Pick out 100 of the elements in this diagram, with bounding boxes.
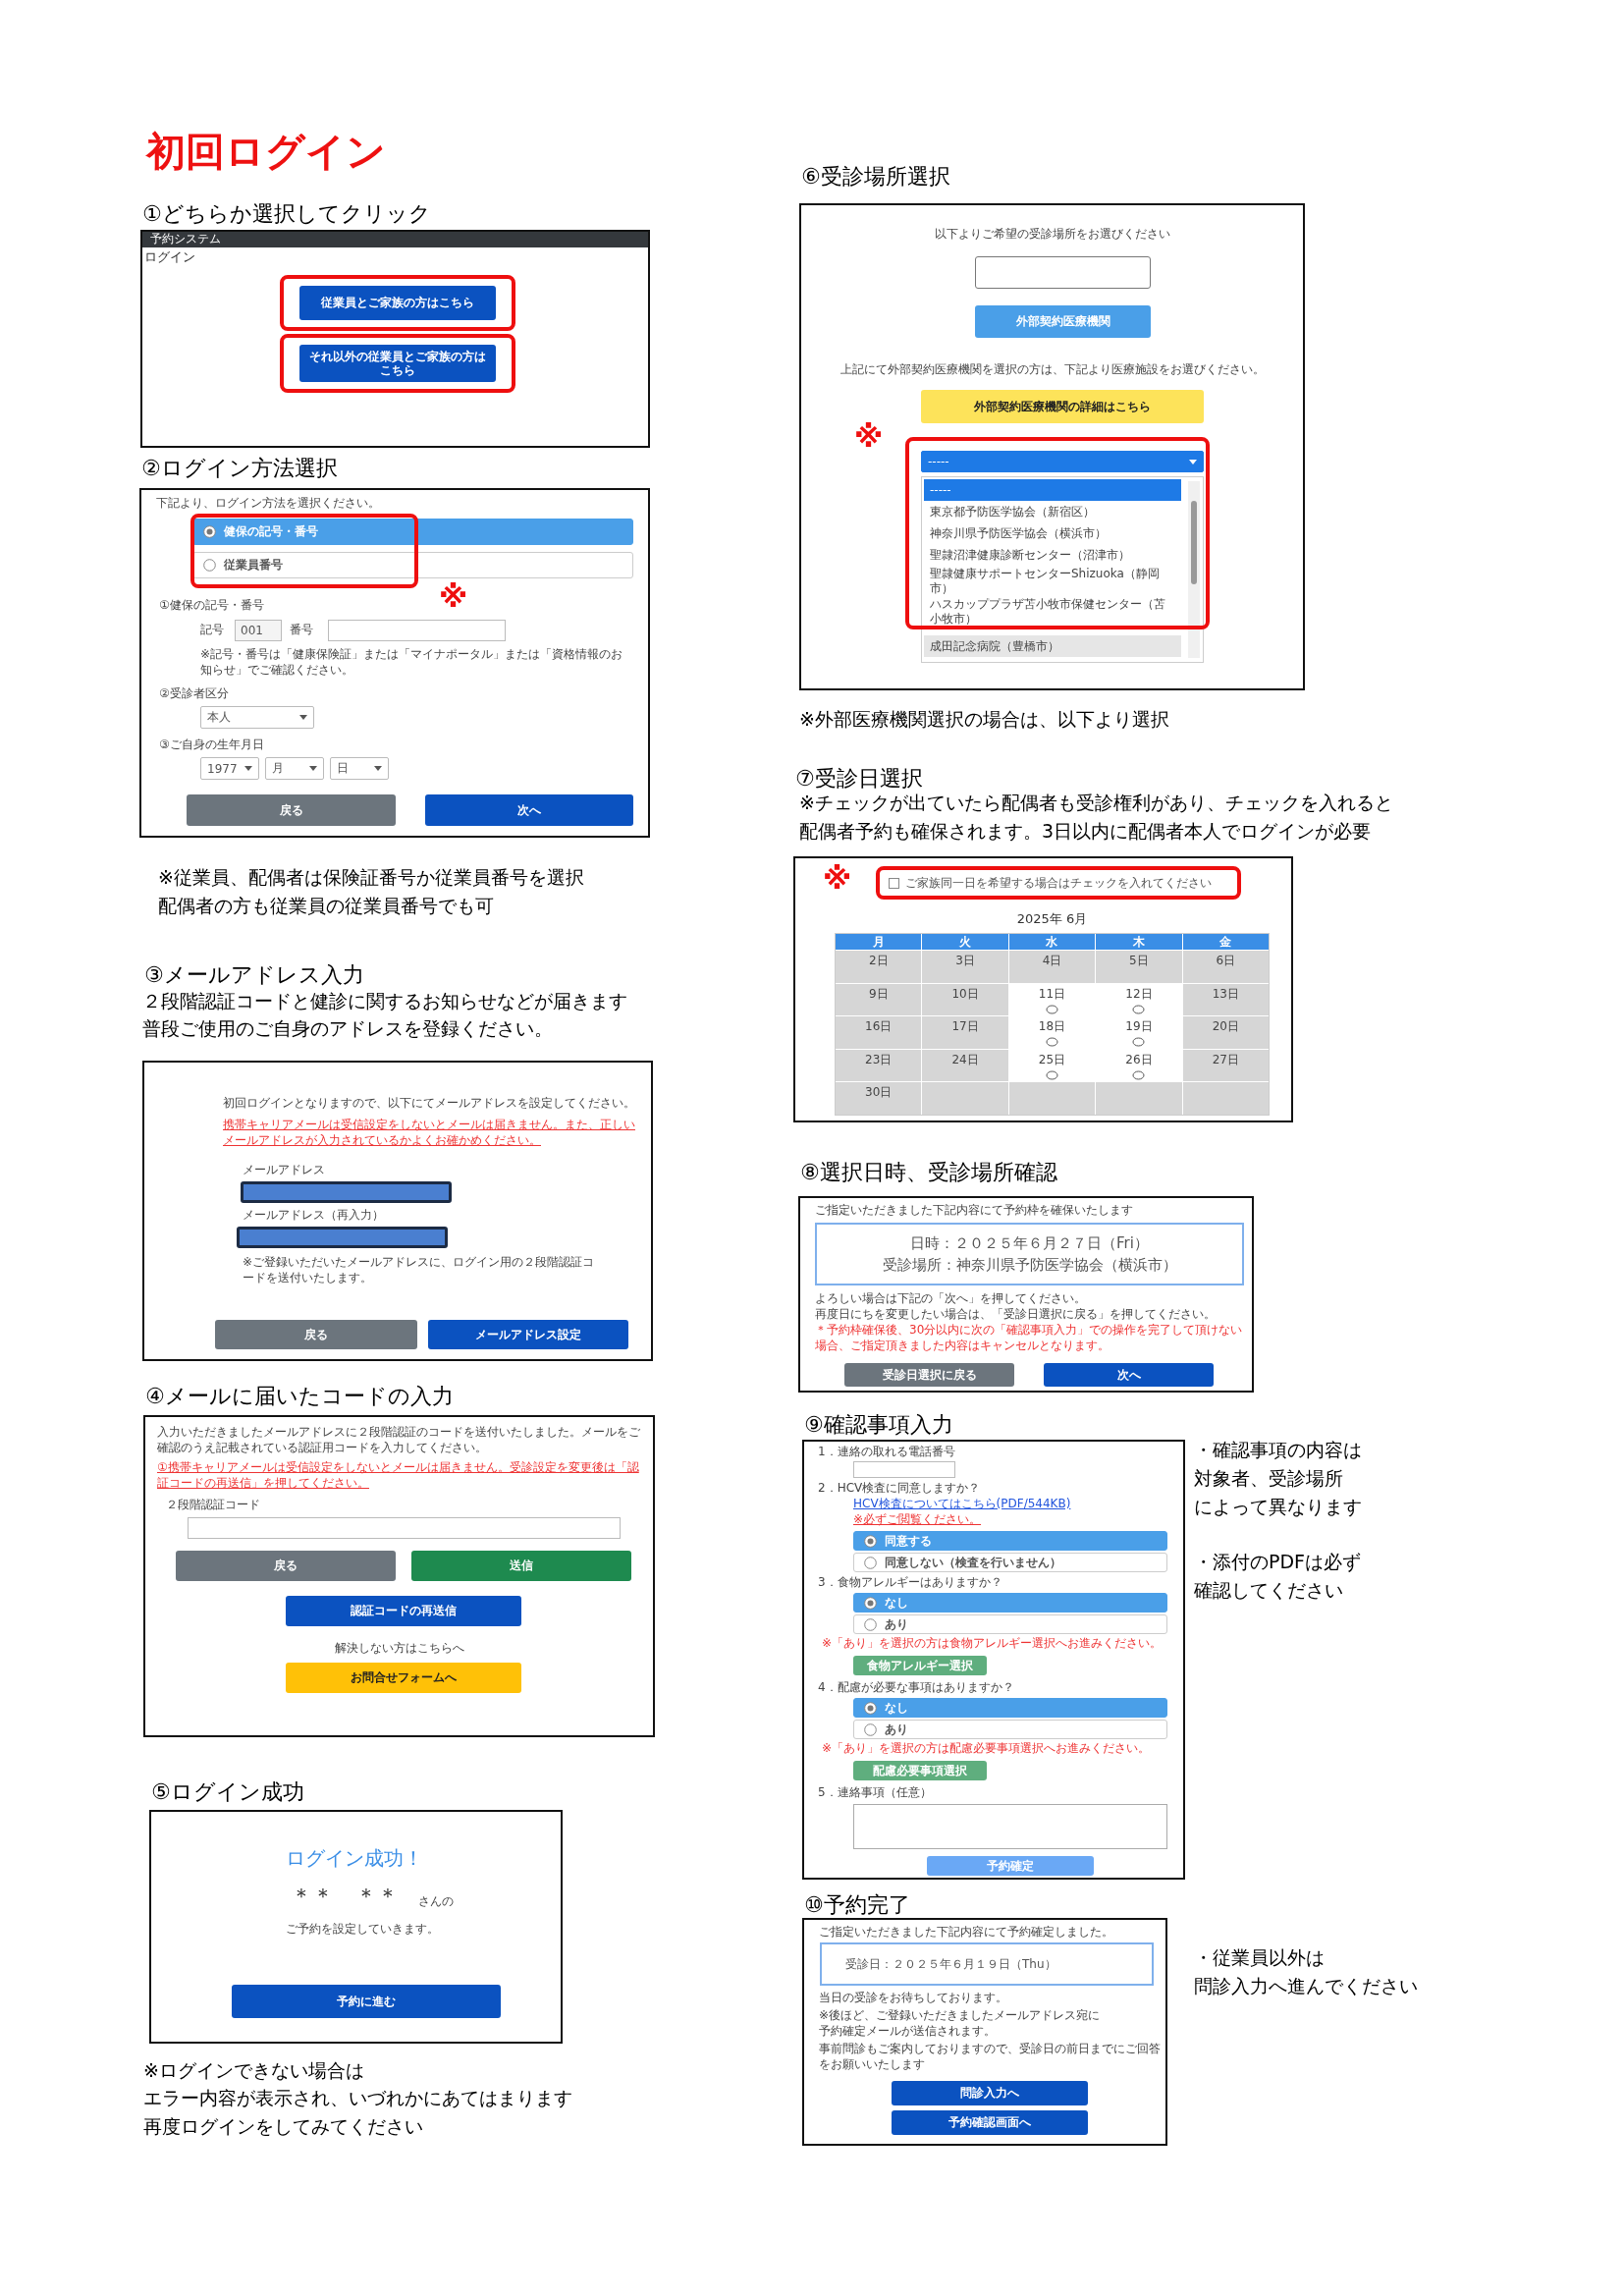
masked-name: ＊＊ ＊＊ [291,1883,399,1910]
calendar-date: 16日 [865,1018,893,1036]
allergy-button: 食物アレルギー選択 [853,1656,987,1675]
summary-box [820,1942,1154,1986]
questionnaire-button: 問診入力へ [892,2081,1088,2105]
list-option: 東京都予防医学協会（新宿区） [924,501,1181,522]
input-field [853,1461,955,1478]
note-text: 配偶者予約も確保されます。3日以内に配偶者本人でログインが必要 [799,819,1372,844]
dropdown-select: 本人 [200,706,314,729]
note-text: ・確認事項の内容は [1194,1438,1362,1462]
instruction-text: ご指定いただきました下記内容にて予約確定しました。 [819,1925,1114,1941]
note-text: エラー内容が表示され、いづれかにあてはまります [143,2086,572,2110]
calendar-date: 10日 [951,985,979,1003]
summary-box [815,1223,1244,1285]
calendar-date: 5日 [1129,953,1149,969]
warning-text: ＊予約枠確保後、30分以内に次の「確認事項入力」での操作を完了して頂けない場合、ご指定頂きました内容はキャンセルとなります。 [815,1323,1244,1354]
back-button: 戻る [187,794,396,826]
list-option: 神奈川県予防医学協会（横浜市） [924,522,1181,544]
warning-text: 携帯キャリアメールは受信設定をしないとメールは届きません。また、正しいメールアドレスが入力されているかよくお確かめください。 [223,1118,636,1149]
note-text: 再度ログインをしてみてください [143,2114,423,2139]
reservation-check-button: 予約確認画面へ [892,2110,1088,2135]
instruction-text: メールアドレス（再入力） [243,1208,384,1224]
dropdown-select: 1977 [200,757,259,780]
note-text: ※ログインできない場合は [143,2058,364,2083]
note-text: 確認してください [1194,1578,1343,1603]
summary-text: 日時：２０２５年６月２７日（Fri） [909,1232,1150,1254]
question-text: 3．食物アレルギーはありますか？ [818,1575,1002,1591]
instruction-text: 当日の受診をお待ちしております。 [819,1991,1007,2006]
reference-mark: ※ [823,864,852,894]
instruction-text: よろしい場合は下記の「次へ」を押してください。 [815,1291,1087,1307]
reference-mark: ※ [439,582,468,612]
back-button: 戻る [215,1320,417,1349]
success-message: ログイン成功！ [286,1845,423,1871]
calendar-date: 30日 [865,1084,893,1102]
radio-option: 同意する [853,1531,1167,1551]
instruction-text: ご予約を設定していきます。 [286,1922,439,1938]
radio-option: なし [853,1593,1167,1613]
instruction-text: 解決しない方はこちらへ [333,1641,465,1657]
section-heading: ⑦受診日選択 [795,765,923,793]
instruction-text: 以下よりご希望の受診場所をお選びください [933,227,1171,243]
instruction-text: メールアドレス [243,1163,325,1178]
resend-button: 認証コードの再送信 [286,1596,521,1626]
pdf-link: HCV検査についてはこちら(PDF/544KB) [853,1497,1071,1512]
calendar-month: 2025年 6月 [1015,911,1089,928]
page-title: 初回ログイン [146,128,386,175]
calendar-date: 24日 [951,1051,979,1068]
blank-button [975,256,1151,289]
section-heading: ③メールアドレス入力 [144,961,364,989]
calendar-date: 23日 [865,1051,893,1068]
calendar-date: 12日 [1125,985,1153,1003]
warning-text: ※必ずご閲覧ください。 [853,1512,982,1528]
section-heading: ⑥受診場所選択 [801,163,950,191]
instruction-text: 入力いただきましたメールアドレスに２段階認証のコードを送付いたしました。メールをご確認のうえ記載されている認証用コードを入力してください。 [157,1425,641,1456]
page-title: ログイン [144,249,195,266]
list-option: 成田記念病院（豊橋市） [924,635,1181,657]
dropdown-select: 月 [265,757,324,780]
section-heading: ①どちらか選択してクリック [142,200,431,228]
calendar-date: 17日 [951,1018,979,1036]
radio-option: 同意しない（検査を行いません） [853,1553,1167,1572]
instruction-text: ２段階認証コード [166,1498,260,1513]
weekday-header: 月 [836,934,922,950]
field-label: ③ご自身の生年月日 [159,738,264,753]
dropdown-select: 日 [330,757,389,780]
warning-text: ①携帯キャリアメールは受信設定をしないとメールは届きません。受診設定を変更後は「認証コードの再送信」を押してください。 [157,1460,640,1492]
field-label: 番号 [290,623,313,638]
note-text: によって異なります [1194,1495,1362,1519]
proceed-button: 予約に進む [232,1985,501,2018]
section-heading: ②ログイン方法選択 [141,455,338,482]
consideration-button: 配慮必要事項選択 [853,1761,987,1780]
note-text: ・従業員以外は [1194,1945,1325,1970]
question-text: 5．連絡事項（任意） [818,1785,932,1801]
note-text: ・添付のPDFは必ず [1194,1550,1362,1574]
option-button: 外部契約医療機関 [975,305,1151,338]
weekday-header: 火 [922,934,1008,950]
dropdown-list [921,476,1204,663]
note-text: 普段ご使用のご自身のアドレスを登録ください。 [142,1016,553,1041]
instruction-text: 初回ログインとなりますので、以下にてメールアドレスを設定してください。 [223,1096,636,1112]
details-button: 外部契約医療機関の詳細はこちら [921,390,1204,423]
instruction-text: ※記号・番号は「健康保険証」または「マイナポータル」または「資格情報のお知らせ」でご確認ください。 [200,647,624,679]
calendar-date: 3日 [955,953,975,969]
summary-text: 受診場所：神奈川県予防医学協会（横浜市） [881,1255,1178,1276]
option-button: それ以外の従業員とご家族の方はこちら [299,345,496,382]
instruction-text: 予約確定メールが送信されます。 [819,2024,996,2040]
instruction-text: 事前問診もご案内しておりますので、受診日の前日までにご回答をお願いいたします [819,2042,1162,2073]
calendar-date: 18日 [1038,1018,1066,1036]
radio-option: あり [853,1614,1167,1634]
checkbox-option: ご家族同一日を希望する場合はチェックを入れてください [889,871,1234,895]
window-title: 予約システム [150,232,221,247]
instruction-text: 上記にて外部契約医療機関を選択の方は、下記より医療施設をお選びください。 [839,362,1266,378]
contact-form-button: お問合せフォームへ [286,1663,521,1693]
radio-option: 健保の記号・番号 [192,519,633,545]
calendar-date: 6日 [1216,953,1236,969]
instruction-text: さんの [418,1894,454,1910]
warning-text: ※「あり」を選択の方は食物アレルギー選択へお進みください。 [822,1636,1164,1652]
instruction-text: ご指定いただきました下記内容にて予約枠を確保いたします [815,1203,1134,1219]
back-button: 受診日選択に戻る [844,1363,1014,1387]
option-button: 従業員とご家族の方はこちら [299,286,496,320]
calendar-date: 13日 [1212,985,1239,1003]
input-field: 001 [235,620,282,641]
section-heading: ⑨確認事項入力 [804,1411,953,1439]
